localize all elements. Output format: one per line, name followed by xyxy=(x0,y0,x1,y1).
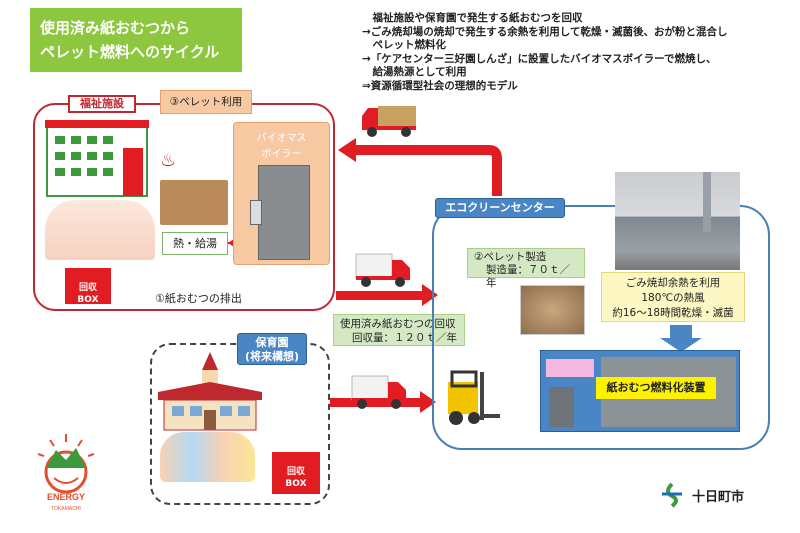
welfare-label: 福祉施設 xyxy=(68,95,136,113)
hot-spring-icon: ♨ xyxy=(160,150,177,171)
pellet-use-label: ③ペレット利用 xyxy=(160,90,252,114)
forklift-icon xyxy=(448,370,500,425)
arrow-to-eco xyxy=(336,291,424,300)
collection-label: 使用済み紙おむつの回収回収量：１２０ｔ／年 xyxy=(333,314,465,346)
city-name: 十日町市 xyxy=(692,490,745,505)
children-illustration xyxy=(160,432,255,482)
truck-icon xyxy=(351,375,406,409)
elderly-people-illustration xyxy=(45,200,155,260)
truck-icon xyxy=(362,106,416,137)
arrow-head xyxy=(338,138,356,162)
svg-text:TOKAMACHI: TOKAMACHI xyxy=(51,506,81,512)
svg-text:ENERGY: ENERGY xyxy=(47,492,85,502)
machine-label: 紙おむつ燃料化装置 xyxy=(596,377,716,399)
truck-icon xyxy=(355,253,410,287)
pellet-production-label: ②ペレット製造製造量：７０ｔ／年 xyxy=(467,248,585,289)
pellet-photo xyxy=(520,285,585,335)
bath-photo xyxy=(160,180,228,225)
down-arrow xyxy=(670,325,692,340)
summary-notes: 福祉施設や保育園で発生する紙おむつを回収 →ごみ焼却場の焼却で発生する余熱を利用… xyxy=(362,12,728,92)
tokamachi-city-emblem xyxy=(662,482,682,508)
page-title: 使用済み紙おむつからペレット燃料へのサイクル xyxy=(30,8,242,72)
fuel-machine: 紙おむつ燃料化装置 xyxy=(540,350,740,432)
arrow-to-welfare xyxy=(352,145,502,196)
arrow-nursery-to-eco xyxy=(330,398,422,407)
boiler-unit-icon xyxy=(258,165,310,260)
energy-tokamachi-logo: ENERGY TOKAMACHI xyxy=(37,434,95,512)
eco-center-label: エコクリーンセンター xyxy=(435,198,565,218)
nursery-building-icon xyxy=(158,352,262,431)
incinerator-photo xyxy=(615,172,740,270)
discharge-label: ①紙おむつの排出 xyxy=(155,292,242,305)
nursery-label: 保育園(将来構想) xyxy=(237,333,307,365)
eco-clean-center-area xyxy=(432,205,770,450)
facility-building-icon xyxy=(45,120,149,197)
heat-supply-label: 熱・給湯 xyxy=(162,232,228,255)
